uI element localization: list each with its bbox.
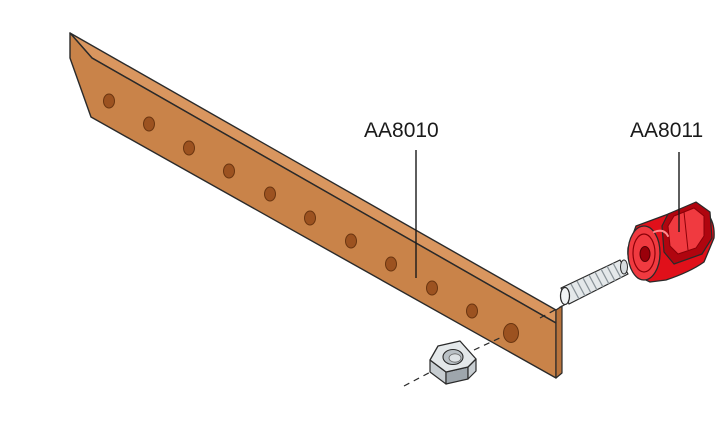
busbar-hole [183, 140, 195, 156]
hex-nut [429, 340, 477, 385]
red-insulator [627, 201, 715, 283]
busbar-hole [503, 323, 519, 343]
busbar-hole [345, 233, 357, 249]
busbar-hole [426, 280, 438, 296]
copper-busbar [69, 32, 563, 379]
busbar-hole [143, 116, 155, 132]
threaded-stud [559, 259, 629, 306]
insulator-insert-hole [639, 246, 651, 262]
insulator-highlight [653, 229, 669, 237]
busbar-top-face [69, 32, 557, 324]
callout-busbar: AA8010 [364, 119, 439, 278]
insulator-end-ring [632, 233, 656, 273]
stud-tip [620, 259, 628, 275]
busbar-edge-line [91, 57, 557, 324]
stud-body [560, 259, 629, 305]
busbar-hole [466, 303, 478, 319]
busbar-hole [223, 163, 235, 179]
label-busbar: AA8010 [364, 119, 439, 142]
label-insulator: AA8011 [630, 119, 703, 142]
callout-insulator: AA8011 [630, 119, 703, 232]
busbar-hole [264, 186, 276, 202]
stud-end [559, 286, 571, 306]
busbar-hole [385, 256, 397, 272]
nut-bore-inner [448, 353, 462, 363]
busbar-hole [103, 93, 115, 109]
busbar-holes [103, 93, 519, 343]
stud-threads [570, 262, 622, 300]
busbar-hole [304, 210, 316, 226]
busbar-end-face [555, 305, 563, 379]
